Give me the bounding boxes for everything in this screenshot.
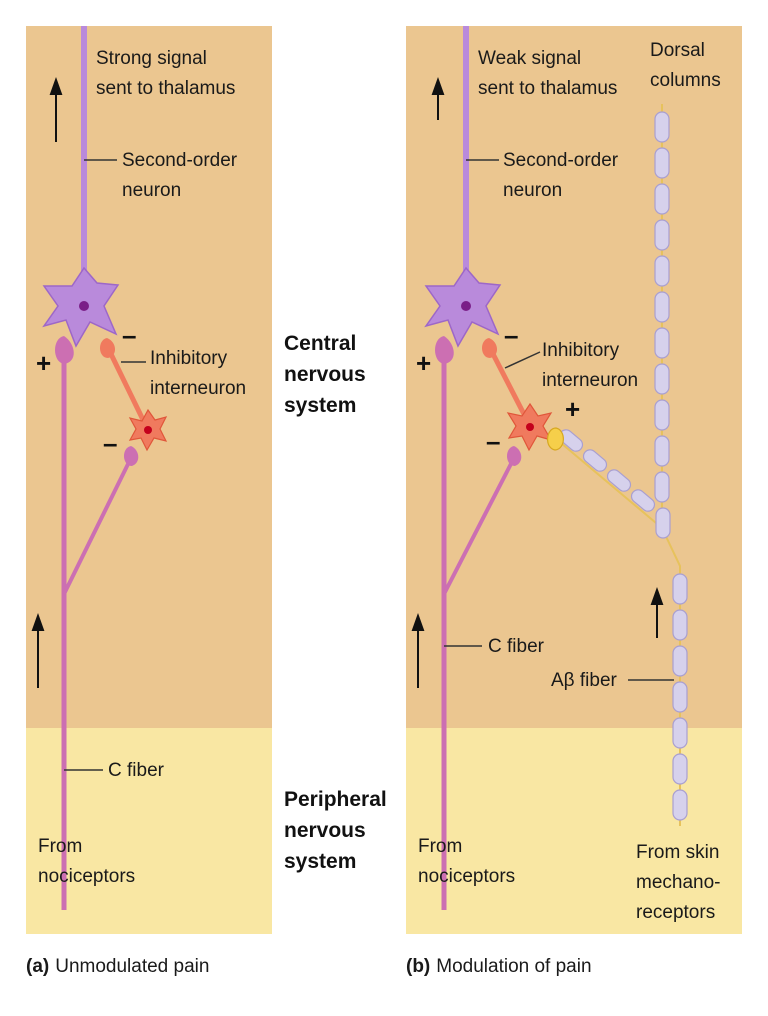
panel-b-ascending-arrow xyxy=(431,77,445,120)
panel-a-c-fiber xyxy=(55,336,139,910)
panel-b-c-fiber-label: C fiber xyxy=(488,636,545,657)
panel-a-c-fiber-label: C fiber xyxy=(108,760,165,781)
panel-a-inhibitory-interneuron xyxy=(99,338,168,452)
panel-a-leader-lines xyxy=(64,159,146,771)
panel-b-ab-arrow xyxy=(650,587,664,638)
panel-b-cns-region xyxy=(406,26,742,728)
panel-b-inhibitory-sign-2: – xyxy=(486,426,500,456)
panel-a-excitatory-sign: + xyxy=(36,348,51,378)
panel-a-ascending-arrow xyxy=(49,77,63,142)
panel-a-caption: (a)Unmodulated pain xyxy=(26,956,209,977)
panel-b-excitatory-sign-2: + xyxy=(565,394,580,424)
panel-b-incoming-arrow xyxy=(411,613,425,688)
panel-b-ab-fiber xyxy=(547,104,688,826)
panel-a-inhibitory-sign-1: – xyxy=(122,320,136,350)
panel-b-ab-terminal xyxy=(547,427,564,451)
panel-a-incoming-arrow xyxy=(31,613,45,688)
panel-a-pns-region xyxy=(26,728,272,934)
panel-b-inhibitory-interneuron xyxy=(481,338,553,452)
panel-b-second-order-soma xyxy=(424,266,502,348)
panel-b-inhibitory-sign-1: – xyxy=(504,320,518,350)
panel-b-c-fiber xyxy=(435,336,522,910)
panel-b-caption: (b)Modulation of pain xyxy=(406,956,592,977)
panel-a-inhibitory-sign-2: – xyxy=(103,428,117,458)
panel-a-cns-region xyxy=(26,26,272,728)
panel-b-leader-lines xyxy=(444,159,674,681)
panel-b-excitatory-sign: + xyxy=(416,348,431,378)
panel-a-second-order-soma xyxy=(42,266,120,348)
panel-b-ab-fiber-label: Aβ fiber xyxy=(551,670,618,691)
